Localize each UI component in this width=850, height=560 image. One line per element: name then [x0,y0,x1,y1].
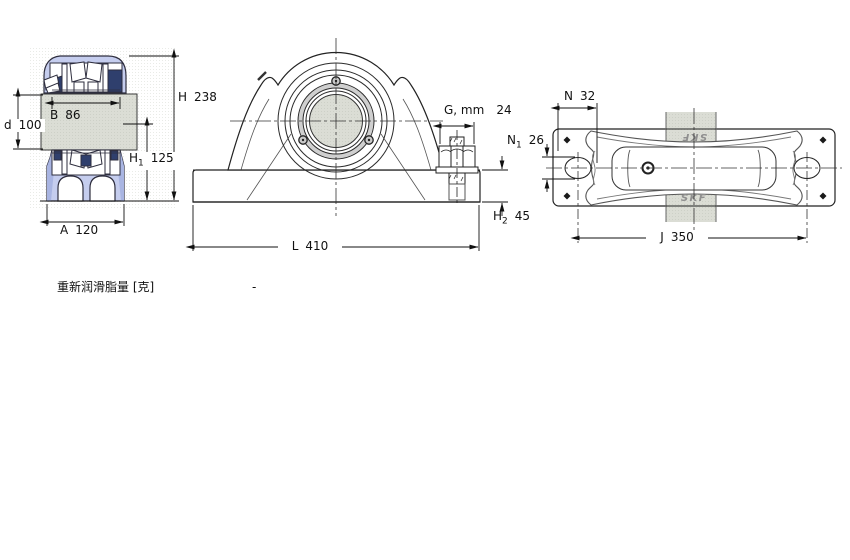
shaft-band-edges [665,112,717,222]
regrease-note-value: - [252,280,257,294]
pedestal-arches [57,175,116,202]
top-view-centerlines [546,108,842,243]
shaft-section [40,93,138,151]
side-view [13,46,179,226]
base [192,169,481,203]
top-view: SKF SKF [542,103,842,243]
front-view [185,38,508,251]
corner-markers [563,136,827,200]
casting-step [257,71,267,81]
mounting-bolt [435,130,479,206]
skf-logo-text: SKF [681,193,707,204]
shaft-top-band [666,112,716,143]
housing-inner-lines [240,98,432,201]
front-view-centerlines [230,38,443,216]
bearing-upper-section [43,61,123,94]
shaft-bottom-band [666,193,716,222]
regrease-note-label: 重新润滑脂量 [克] [57,280,155,294]
bearing-lower-section [51,149,121,176]
